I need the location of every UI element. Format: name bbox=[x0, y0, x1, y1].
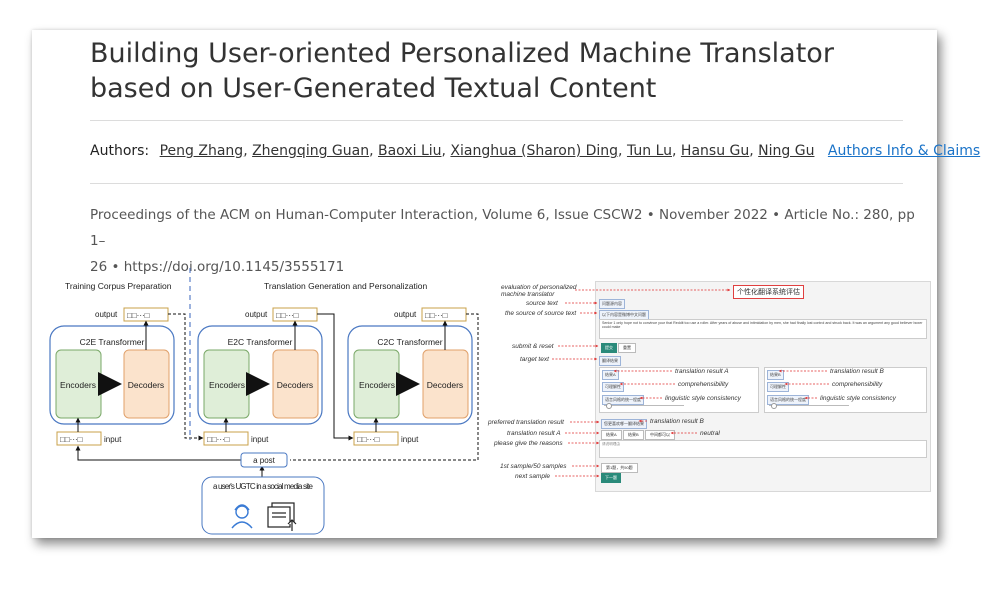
author-link[interactable]: Xianghua (Sharon) Ding bbox=[450, 143, 619, 159]
target-label: 翻译结果 bbox=[599, 356, 621, 366]
encoders-label: Encoders bbox=[359, 380, 395, 390]
comprehensibility-label: 可理解性 bbox=[767, 382, 789, 392]
reset-button[interactable]: 重置 bbox=[618, 343, 636, 353]
annotation-reasons: please give the reasons bbox=[494, 440, 563, 447]
page-title: Building User-oriented Personalized Mach… bbox=[90, 38, 834, 104]
source-label: 问题源内容 bbox=[599, 299, 625, 309]
input-label: input bbox=[401, 435, 419, 444]
author-link[interactable]: Baoxi Liu bbox=[378, 143, 442, 159]
output-label: output bbox=[394, 310, 417, 319]
annotation-sample: 1st sample/50 samples bbox=[500, 463, 567, 470]
annotation-neutral: neutral bbox=[700, 430, 720, 437]
token-row: □□···□ bbox=[357, 435, 380, 444]
token-row: □□···□ bbox=[276, 311, 299, 320]
annotation-style-a: linguistic style consistency bbox=[665, 395, 741, 402]
author-link[interactable]: Peng Zhang bbox=[159, 143, 244, 159]
option-b-button[interactable]: 结果B bbox=[623, 430, 644, 440]
style-label: 语言风格的统一程度 bbox=[767, 395, 809, 405]
annotation-source-text: source text bbox=[526, 300, 558, 307]
source-textarea[interactable]: Senior 1 only hope not to convince your … bbox=[599, 319, 927, 339]
c2e-transformer: C2E Transformer Encoders Decoders bbox=[49, 325, 175, 425]
annotation-style-b: linguistic style consistency bbox=[820, 395, 896, 402]
transformer-label: C2C Transformer bbox=[377, 337, 442, 347]
preferred-label: 您更喜欢哪一翻译结果 bbox=[601, 419, 647, 429]
ugtc-label: a user's UGTC in a social media site bbox=[213, 482, 314, 491]
annotation-submit-reset: submit & reset bbox=[512, 343, 554, 350]
form-title: 个性化翻译系统评估 bbox=[733, 285, 804, 299]
transformer-label: E2C Transformer bbox=[228, 337, 293, 347]
venue-doi-line[interactable]: 26 • https://doi.org/10.1145/3555171 bbox=[90, 259, 345, 275]
annotation-next: next sample bbox=[515, 473, 551, 480]
annotation-evaluation: evaluation of personalized machine trans… bbox=[501, 284, 577, 298]
result-a-panel: 结果A 可理解性 语言风格的统一程度 bbox=[599, 367, 759, 413]
option-a-button[interactable]: 结果A bbox=[601, 430, 622, 440]
next-button[interactable]: 下一题 bbox=[601, 473, 621, 483]
section-label-translation: Translation Generation and Personalizati… bbox=[264, 281, 427, 291]
result-a-label: 结果A bbox=[602, 370, 619, 380]
post-label: a post bbox=[253, 456, 276, 465]
annotation-preferred: preferred translation result bbox=[488, 419, 564, 426]
authors-line: Authors: Peng Zhang, Zhengqing Guan, Bao… bbox=[90, 143, 981, 159]
annotation-result-b: translation result B bbox=[830, 368, 884, 375]
author-link[interactable]: Hansu Gu bbox=[680, 143, 750, 159]
venue-line: Proceedings of the ACM on Human-Computer… bbox=[90, 207, 915, 249]
style-slider-a[interactable] bbox=[606, 403, 612, 409]
annotation-comprehensibility-a: comprehensibility bbox=[678, 381, 729, 388]
encoders-label: Encoders bbox=[60, 380, 96, 390]
document-icon bbox=[267, 502, 297, 531]
token-row: □□···□ bbox=[127, 311, 150, 320]
result-b-panel: 结果B 可理解性 语言风格的统一程度 bbox=[764, 367, 927, 413]
annotation-target-text: target text bbox=[520, 356, 549, 363]
sample-counter: 第1题，共50题 bbox=[601, 463, 638, 473]
style-label: 语言风格的统一程度 bbox=[602, 395, 644, 405]
annotation-result-a-left: translation result A bbox=[507, 430, 561, 437]
annotation-result-b-inline: translation result B bbox=[650, 418, 704, 425]
divider bbox=[90, 120, 903, 121]
reasons-textarea[interactable]: 请说明理由 bbox=[599, 440, 927, 458]
decoders-label: Decoders bbox=[427, 380, 463, 390]
encoders-label: Encoders bbox=[209, 380, 245, 390]
token-row: □□···□ bbox=[60, 435, 83, 444]
divider bbox=[90, 183, 903, 184]
decoders-label: Decoders bbox=[277, 380, 313, 390]
comprehensibility-label: 可理解性 bbox=[602, 382, 624, 392]
authors-label: Authors: bbox=[90, 143, 150, 159]
authors-info-link[interactable]: Authors Info & Claims bbox=[827, 143, 981, 159]
token-row: □□···□ bbox=[207, 435, 230, 444]
input-label: input bbox=[251, 435, 269, 444]
section-label-training: Training Corpus Preparation bbox=[65, 281, 172, 291]
user-headset-icon bbox=[231, 504, 253, 529]
author-link[interactable]: Tun Lu bbox=[626, 143, 673, 159]
input-label: input bbox=[104, 435, 122, 444]
venue-info: Proceedings of the ACM on Human-Computer… bbox=[90, 202, 920, 280]
token-row: □□···□ bbox=[425, 311, 448, 320]
annotation-comprehensibility-b: comprehensibility bbox=[832, 381, 883, 388]
author-link[interactable]: Ning Gu bbox=[758, 143, 815, 159]
decoders-label: Decoders bbox=[128, 380, 164, 390]
result-b-label: 结果B bbox=[767, 370, 784, 380]
submit-button[interactable]: 提交 bbox=[601, 343, 617, 353]
e2c-transformer: E2C Transformer Encoders Decoders bbox=[197, 325, 323, 425]
output-label: output bbox=[95, 310, 118, 319]
style-slider-b[interactable] bbox=[771, 403, 777, 409]
annotation-result-a: translation result A bbox=[675, 368, 729, 375]
evaluation-form-screenshot: 个性化翻译系统评估 问题源内容 以下内容是微博中文问题 Senior 1 onl… bbox=[595, 281, 931, 492]
annotation-source-of-source: the source of source text bbox=[505, 310, 577, 317]
transformer-label: C2E Transformer bbox=[80, 337, 145, 347]
c2c-transformer: C2C Transformer Encoders Decoders bbox=[347, 325, 473, 425]
option-neutral-button[interactable]: 中间都可以 bbox=[645, 430, 675, 440]
output-label: output bbox=[245, 310, 268, 319]
author-link[interactable]: Zhengqing Guan bbox=[252, 143, 370, 159]
